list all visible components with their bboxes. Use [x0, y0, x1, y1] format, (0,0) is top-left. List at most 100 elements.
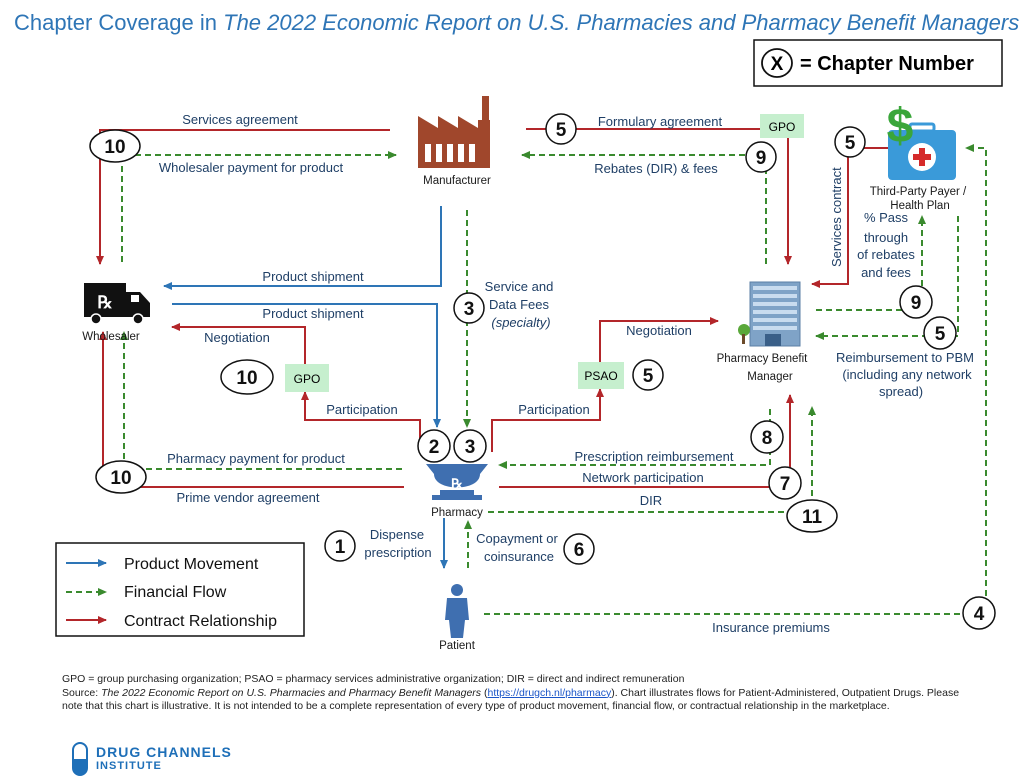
chapter-marker: 3: [453, 292, 485, 324]
wholesaler-payment-label: Wholesaler payment for product: [159, 160, 344, 175]
pass-through-label-2: through: [864, 230, 908, 245]
svg-text:9: 9: [911, 293, 922, 314]
participation-right-label: Participation: [518, 402, 590, 417]
source-link[interactable]: https://drugch.nl/pharmacy: [487, 686, 612, 699]
chapter-marker: 3: [453, 429, 487, 463]
svg-text:4: 4: [974, 604, 985, 625]
rx-reimbursement-line: [498, 409, 771, 469]
services-contract-label: Services contract: [829, 167, 844, 267]
svg-text:8: 8: [762, 428, 773, 449]
chapter-marker: 9: [899, 285, 933, 319]
rebates-label: Rebates (DIR) & fees: [594, 161, 718, 176]
chapter-marker: 10: [89, 129, 141, 163]
svg-text:X: X: [771, 54, 784, 75]
svg-text:6: 6: [574, 540, 585, 561]
building-icon: [738, 281, 801, 347]
pharmacy-label: Pharmacy: [431, 507, 483, 519]
product-shipment-label-2: Product shipment: [262, 306, 364, 321]
svg-text:Contract Relationship: Contract Relationship: [124, 613, 277, 630]
patient-label: Patient: [439, 640, 476, 652]
dispense-label-2: prescription: [364, 545, 431, 560]
chapter-marker: 6: [563, 533, 595, 565]
product-shipment-label-1: Product shipment: [262, 269, 364, 284]
rx-reimbursement-label: Prescription reimbursement: [575, 449, 734, 464]
psao-box: PSAO: [578, 362, 624, 389]
wholesaler-payment-line: [121, 151, 397, 262]
svg-text:7: 7: [780, 474, 791, 495]
pill-icon: [72, 742, 88, 776]
pbm-label-line1: Pharmacy Benefit: [717, 353, 809, 365]
svg-text:5: 5: [556, 120, 567, 141]
negotiation-right-line: [599, 317, 719, 362]
svg-text:9: 9: [756, 148, 767, 169]
chapter-marker: 7: [768, 466, 802, 500]
svg-text:5: 5: [643, 366, 654, 387]
chapter-marker: 8: [750, 420, 784, 454]
participation-right-line: [491, 388, 604, 452]
svg-text:10: 10: [110, 468, 131, 489]
gpo-top-box: GPO: [760, 114, 804, 138]
reimb-pbm-label-1: Reimbursement to PBM: [836, 350, 974, 365]
gpo-left-box: GPO: [285, 364, 329, 392]
chapter-marker: 5: [632, 359, 664, 391]
pass-through-label-1: % Pass: [864, 210, 909, 225]
payer-label-line2: Health Plan: [890, 200, 949, 212]
product-shipment-line-1: [163, 206, 442, 290]
svg-text:1: 1: [335, 537, 346, 558]
chapter-marker: 2: [417, 429, 451, 463]
copay-label-1: Copayment or: [476, 531, 558, 546]
footnote: GPO = group purchasing organization; PSA…: [62, 673, 982, 714]
wholesaler-label: Wholesaler: [82, 331, 140, 343]
service-fees-label-2: Data Fees: [489, 297, 549, 312]
legend: Product Movement Financial Flow Contract…: [55, 542, 305, 637]
payer-label-line1: Third-Party Payer /: [870, 186, 967, 198]
svg-text:Financial Flow: Financial Flow: [124, 584, 227, 601]
patient-icon: [445, 584, 469, 638]
svg-text:5: 5: [845, 133, 856, 154]
truck-icon: ℞: [84, 283, 150, 325]
network-participation-label: Network participation: [582, 470, 703, 485]
reimb-pbm-label-2: (including any network: [842, 367, 972, 382]
chapter-marker: 5: [923, 316, 957, 350]
insurance-premiums-label: Insurance premiums: [712, 620, 830, 635]
svg-text:GPO: GPO: [294, 372, 321, 386]
chapter-marker: 4: [962, 596, 996, 630]
logo-line1: DRUG CHANNELS: [96, 744, 232, 760]
chapter-key: X = Chapter Number: [753, 39, 1003, 87]
chapter-marker: 10: [220, 359, 274, 395]
services-agreement-line: [96, 129, 390, 265]
pharmacy-payment-label: Pharmacy payment for product: [167, 451, 345, 466]
chapter-marker: 1: [324, 530, 356, 562]
reimb-pbm-label-3: spread): [879, 384, 923, 399]
svg-text:℞: ℞: [451, 476, 463, 491]
pbm-label-line2: Manager: [747, 371, 793, 383]
pass-through-label-3: of rebates: [857, 247, 915, 262]
participation-left-line: [301, 391, 421, 443]
rebates-line: [521, 151, 767, 264]
dir-label: DIR: [640, 493, 662, 508]
svg-text:10: 10: [104, 137, 125, 158]
footnote-definitions: GPO = group purchasing organization; PSA…: [62, 673, 685, 685]
svg-text:PSAO: PSAO: [584, 369, 617, 383]
dollar-icon: $: [887, 100, 914, 153]
chapter-marker: 5: [834, 126, 866, 158]
logo-line2: INSTITUTE: [96, 760, 162, 772]
negotiation-left-line: [171, 323, 306, 364]
product-shipment-line-2: [172, 303, 441, 428]
negotiation-right-label: Negotiation: [626, 323, 692, 338]
reimb-pbm-line: [815, 216, 959, 340]
page-title: Chapter Coverage in The 2022 Economic Re…: [14, 10, 1019, 35]
services-agreement-label: Services agreement: [182, 112, 298, 127]
svg-text:℞: ℞: [97, 293, 112, 312]
svg-text:5: 5: [935, 324, 946, 345]
manufacturer-label: Manufacturer: [423, 175, 491, 187]
services-contract-line: [811, 147, 888, 288]
mortar-icon: ℞: [426, 464, 488, 500]
svg-text:11: 11: [802, 507, 823, 528]
drug-channels-logo: DRUG CHANNELS INSTITUTE: [72, 742, 232, 776]
chapter-marker: 11: [786, 499, 838, 533]
chapter-marker: 9: [745, 141, 777, 173]
footnote-source: Source: The 2022 Economic Report on U.S.…: [62, 686, 960, 713]
prime-vendor-label: Prime vendor agreement: [176, 490, 319, 505]
